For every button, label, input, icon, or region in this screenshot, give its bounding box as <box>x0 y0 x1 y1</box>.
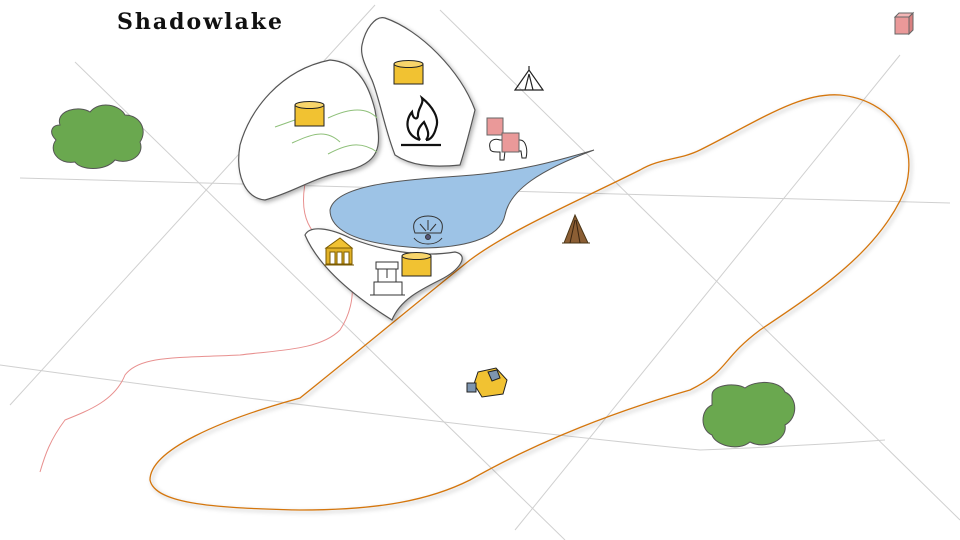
map-title: Shadowlake <box>117 9 284 35</box>
grain-silo-icon[interactable] <box>401 252 432 277</box>
grain-silo-icon[interactable] <box>294 101 325 127</box>
pack-animal-icon[interactable] <box>486 117 528 161</box>
gold-ore-icon[interactable] <box>466 367 508 398</box>
lake[interactable] <box>329 149 595 249</box>
tent-icon[interactable] <box>513 66 545 91</box>
campfire-icon[interactable] <box>401 94 441 147</box>
route-loop <box>149 94 910 511</box>
hut-icon[interactable] <box>562 213 590 244</box>
temple-icon[interactable] <box>324 237 354 266</box>
forest-icon <box>702 382 796 448</box>
grain-silo-icon[interactable] <box>393 60 424 85</box>
region-north-camp[interactable] <box>360 17 476 167</box>
forest-icon <box>51 104 144 169</box>
region-west-field[interactable] <box>238 59 380 201</box>
roads <box>0 4 960 540</box>
supply-crate-icon[interactable] <box>893 11 915 36</box>
pearl-shell-icon[interactable] <box>413 215 443 245</box>
regions <box>238 17 476 321</box>
well-icon[interactable] <box>370 261 405 296</box>
